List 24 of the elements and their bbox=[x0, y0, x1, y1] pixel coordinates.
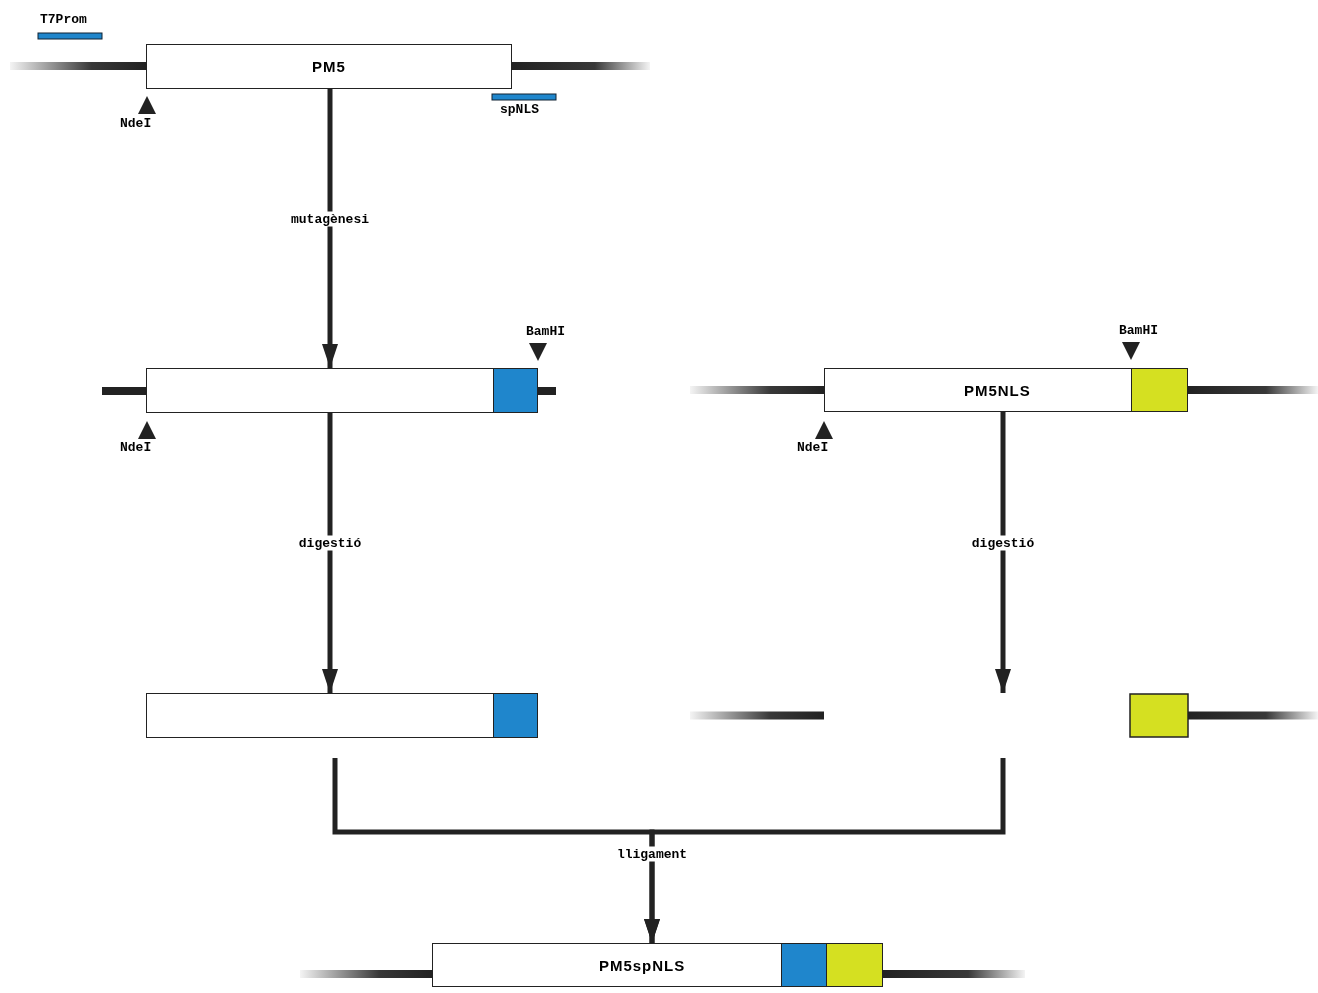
site-label: spNLS bbox=[500, 102, 539, 117]
site-label: NdeI bbox=[120, 440, 152, 455]
arrow bbox=[322, 89, 338, 368]
arrow bbox=[995, 412, 1011, 693]
arrow bbox=[322, 413, 338, 693]
edge-label: digestió bbox=[297, 535, 363, 551]
site-label: BamHI bbox=[1119, 323, 1158, 338]
edge-label: mutagènesi bbox=[290, 211, 370, 226]
gene-construct-box bbox=[146, 368, 538, 413]
edge-label: lligament bbox=[615, 846, 689, 862]
gene-construct-box bbox=[824, 368, 1188, 412]
gene-construct-box bbox=[146, 693, 538, 738]
dna-fragments-drawing bbox=[690, 693, 1318, 738]
arrow bbox=[644, 758, 1006, 943]
gene-construct-box bbox=[146, 44, 512, 89]
construct-name: PM5 bbox=[312, 58, 346, 75]
edge-label: digestió bbox=[970, 535, 1036, 550]
construct-name: PM5spNLS bbox=[598, 956, 686, 974]
construct-name: PM5NLS bbox=[963, 381, 1031, 399]
site-label: BamHI bbox=[526, 324, 565, 339]
site-label: NdeI bbox=[797, 440, 829, 455]
site-label: T7Prom bbox=[40, 12, 87, 27]
site-label: NdeI bbox=[120, 116, 152, 131]
gene-construct-box bbox=[432, 943, 883, 987]
